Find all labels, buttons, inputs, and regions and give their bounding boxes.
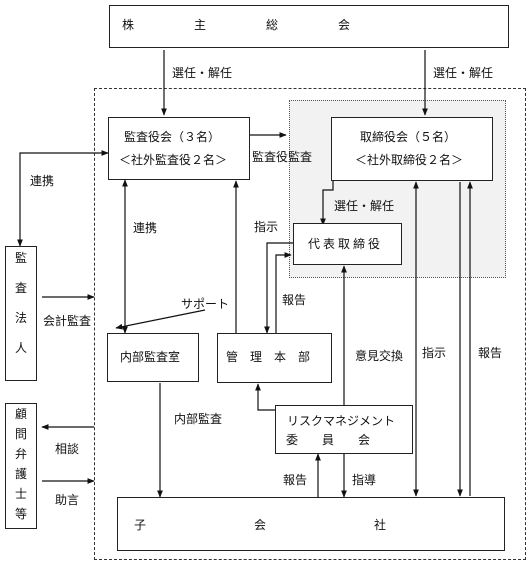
label-instruction-top: 指示	[254, 220, 279, 234]
audit-firm-char: 監	[14, 251, 27, 265]
label-accounting-audit: 会計監査	[43, 314, 92, 328]
label-audit-by-auditors: 監査役監査	[252, 150, 313, 164]
risk-committee-box: リスクマネジメント 委 員 会	[275, 405, 413, 454]
legal-counsel-char: 弁	[14, 447, 27, 461]
audit-firm-char: 査	[14, 281, 27, 295]
label-report-risk: 報告	[283, 473, 308, 487]
management-division-box: 管 理 本 部	[217, 333, 332, 383]
audit-board-label: 監査役会（３名）	[124, 130, 221, 144]
management-label: 管 理 本 部	[226, 350, 311, 364]
label-guidance: 指導	[352, 473, 377, 487]
label-instruction-right: 指示	[422, 346, 447, 360]
arrow-coordination-audit-firm	[17, 150, 109, 247]
legal-counsel-box: 顧問弁護士等	[5, 403, 37, 529]
shareholders-meeting-label: 株 主 総 会	[122, 18, 351, 32]
subsidiaries-label: 子 会 社	[134, 518, 387, 532]
audit-firm-char: 法	[14, 311, 27, 325]
audit-firm-box: 監査法人	[5, 246, 37, 381]
label-consultation: 相談	[55, 442, 80, 456]
label-appoint-right: 選任・解任	[433, 66, 494, 80]
board-label: 取締役会（５名）	[360, 130, 457, 144]
label-appoint-left: 選任・解任	[172, 66, 233, 80]
legal-counsel-char: 護	[14, 467, 27, 481]
board-of-directors-box: 取締役会（５名） ＜社外取締役２名＞	[331, 117, 493, 181]
risk-committee-label: リスクマネジメント	[287, 414, 396, 428]
arrow-mgmt-internal	[115, 309, 206, 330]
label-internal-audit: 内部監査	[174, 412, 223, 426]
risk-committee-label-2: 委 員 会	[286, 433, 371, 447]
legal-counsel-label: 顧問弁護士等	[6, 407, 36, 521]
arrow-mgmt-report	[275, 252, 292, 333]
label-appoint-rep: 選任・解任	[334, 199, 395, 213]
legal-counsel-char: 等	[14, 507, 27, 521]
internal-audit-box: 内部監査室	[107, 333, 199, 382]
legal-counsel-char: 士	[14, 487, 27, 501]
arrow-board-to-rep	[320, 172, 334, 226]
audit-board-box: 監査役会（３名） ＜社外監査役２名＞	[108, 117, 250, 180]
legal-counsel-char: 顧	[14, 407, 27, 421]
internal-audit-label: 内部監査室	[120, 350, 181, 364]
shareholders-meeting-box: 株 主 総 会	[109, 5, 509, 48]
label-advice: 助言	[55, 493, 80, 507]
label-coordination-top: 連携	[30, 174, 55, 188]
board-sublabel: ＜社外取締役２名＞	[355, 153, 464, 167]
arrow-risk-to-mgmt	[255, 383, 275, 411]
subsidiaries-box: 子 会 社	[117, 497, 505, 551]
arrow-rep-instruction	[264, 242, 293, 334]
label-coordination-mid: 連携	[133, 221, 158, 235]
label-report-right: 報告	[478, 346, 503, 360]
legal-counsel-char: 問	[14, 427, 27, 441]
company-boundary	[94, 88, 526, 560]
label-report-mgmt: 報告	[282, 293, 307, 307]
label-support: サポート	[181, 297, 230, 311]
representative-director-box: 代表取締役	[293, 223, 402, 265]
audit-firm-char: 人	[14, 341, 27, 355]
audit-firm-label: 監査法人	[6, 251, 36, 355]
label-opinion-exchange: 意見交換	[355, 349, 404, 363]
representative-label: 代表取締役	[308, 237, 384, 251]
audit-board-sublabel: ＜社外監査役２名＞	[119, 153, 228, 167]
